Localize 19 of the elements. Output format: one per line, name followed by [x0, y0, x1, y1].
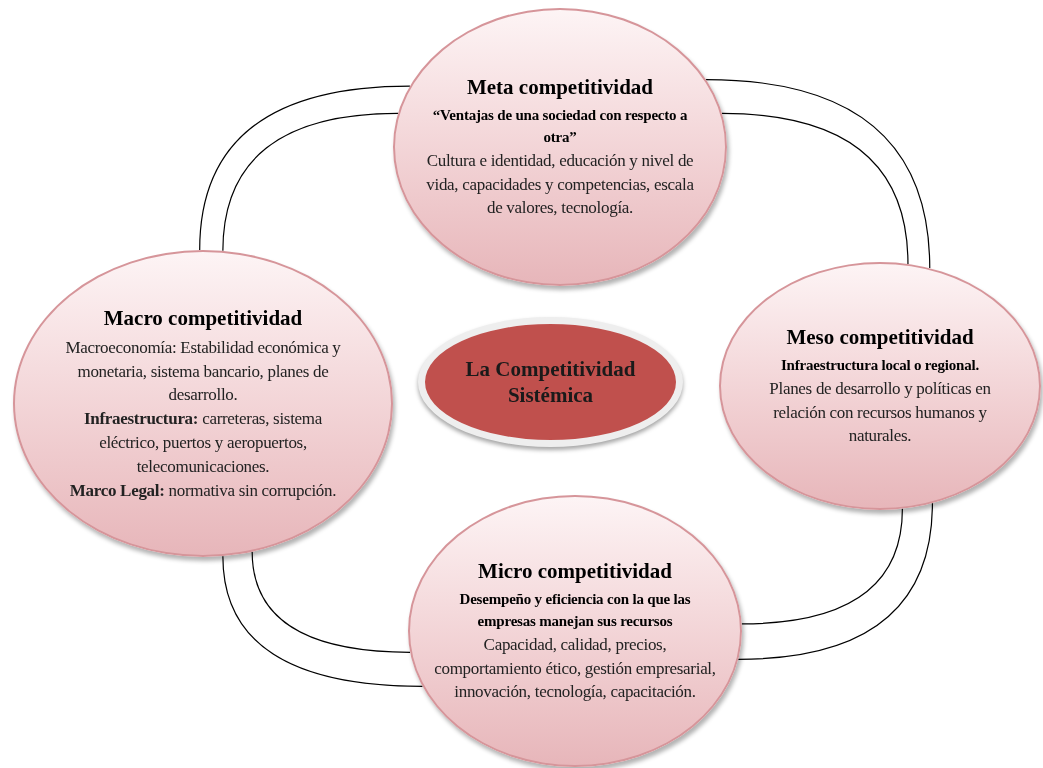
node-text: Planes de desarrollo y políticas en relación con recursos humanos y naturales.	[768, 377, 992, 448]
connector-line	[737, 502, 933, 660]
node-subtitle: “Ventajas de una sociedad con respecto a otra”	[431, 106, 689, 147]
node-subtitle: Desempeño y eficiencia con la que las empresas manejan sus recursos	[458, 590, 692, 631]
node-title: Meso competitividad	[786, 323, 974, 351]
node-title: Micro competitividad	[478, 557, 672, 585]
center-title: La Competitividad Sistémica	[464, 355, 637, 409]
node-text: Marco Legal: normativa sin corrupción.	[69, 479, 337, 502]
node-title: Macro competitividad	[103, 304, 303, 332]
connector-line	[741, 508, 903, 625]
node-text: Capacidad, calidad, precios, comportamiento ético, gestión empresarial, innovación, tecnología, capacitación.	[433, 633, 717, 704]
node-text: Infraestructura: carreteras, sistema eléctrico, puertos y aeropuertos, telecomunicaciones.	[83, 408, 323, 478]
node-title: Meta competitividad	[466, 73, 653, 101]
connector-line	[222, 112, 399, 252]
connector-line	[251, 551, 411, 653]
node-text: Macroeconomía: Estabilidad económica y monetaria, sistema bancario, planes de desarrollo.	[64, 336, 342, 407]
connector-line	[721, 112, 909, 265]
node-subtitle: Infraestructura local o regional.	[780, 356, 980, 376]
node-text: Cultura e identidad, educación y nivel de vida, capacidades y competencias, escala de valores, tecnología.	[425, 149, 695, 220]
